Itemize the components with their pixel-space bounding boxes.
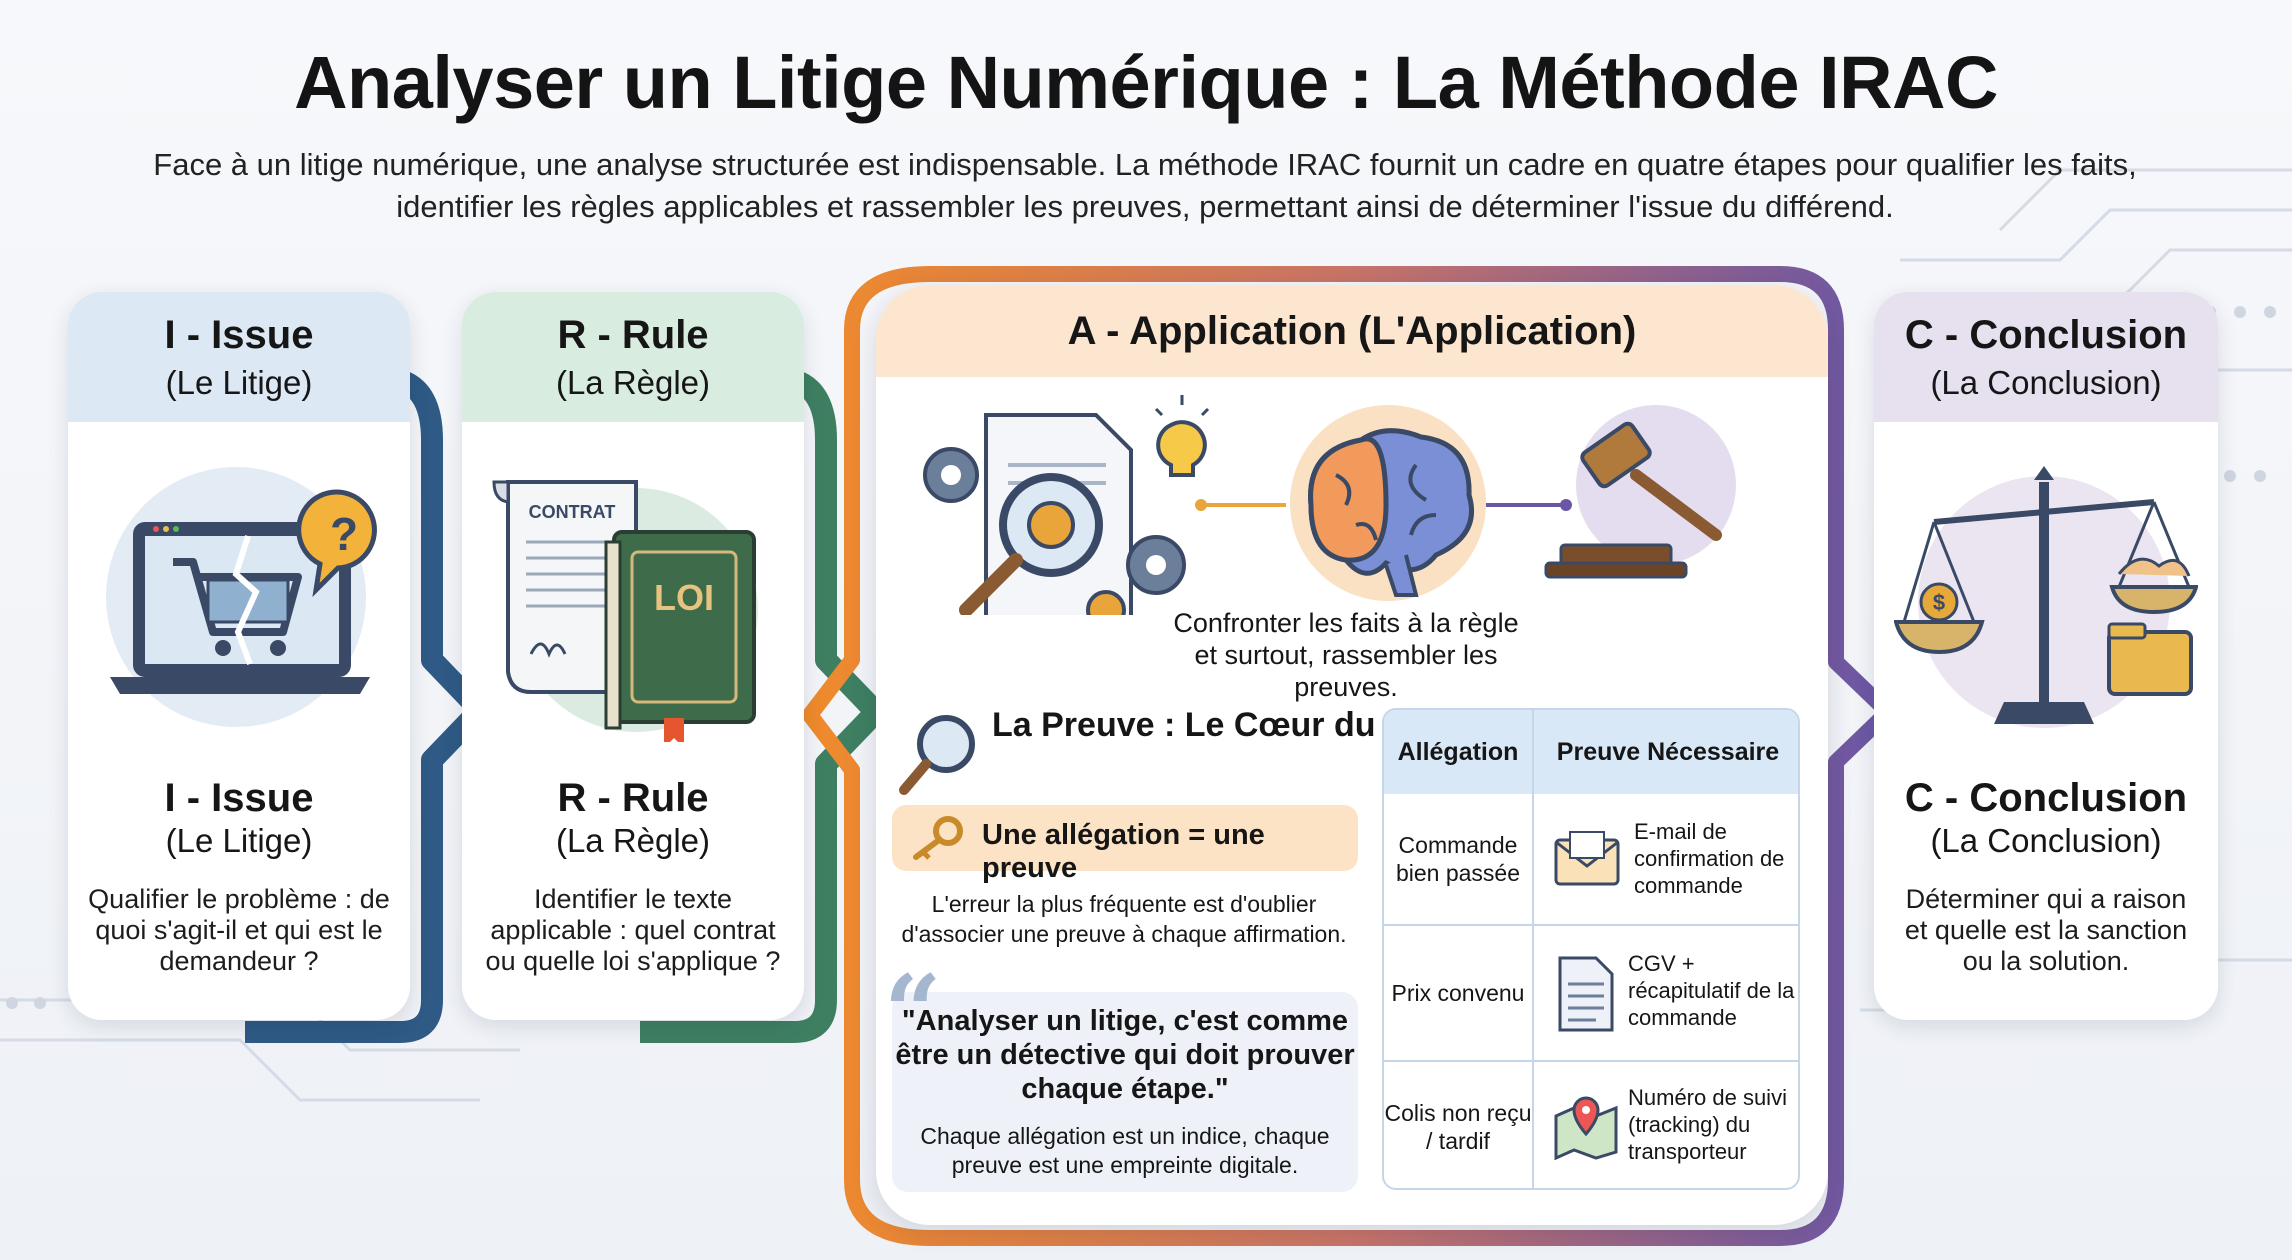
issue-card-header: I - Issue (Le Litige) (68, 292, 410, 422)
table-row-proof: E-mail de confirmation de commande (1634, 819, 1785, 898)
map-pin-icon (1554, 1096, 1618, 1160)
conclusion-description: Déterminer qui a raison et quelle est la… (1904, 884, 2188, 976)
rule-description: Identifier le texte applicable : quel co… (485, 884, 781, 976)
contract-law-book-icon: CONTRAT LOI (492, 480, 758, 742)
broken-laptop-cart-icon: ? (106, 467, 377, 727)
conclusion-card-header: C - Conclusion (La Conclusion) (1874, 292, 2218, 422)
rule-header-subtitle: (La Règle) (555, 363, 711, 401)
justice-scale-icon: $ (1894, 466, 2198, 728)
table-header-proof: Preuve Nécessaire (1534, 710, 1798, 794)
table-row-claim: Colis non reçu / tardif (1384, 1100, 1532, 1154)
intro-text: Face à un litige numérique, une analyse … (153, 147, 2137, 224)
table-header-claim: Allégation (1384, 710, 1534, 794)
quote-text: "Analyser un litige, c'est comme être un… (895, 1005, 1355, 1105)
conclusion-header-title: C - Conclusion (1904, 312, 2188, 357)
confront-text: Confronter les faits à la règle et surto… (1173, 608, 1519, 702)
svg-text:?: ? (330, 508, 358, 560)
table-row-proof: Numéro de suivi (tracking) du transporte… (1628, 1085, 1787, 1164)
rule-card-header: R - Rule (La Règle) (462, 292, 804, 422)
conclusion-card: C - Conclusion (La Conclusion) $ C - Con… (1874, 292, 2218, 1020)
evidence-table: Allégation Preuve Nécessaire Commande bi… (1382, 708, 1800, 1190)
contract-label: CONTRAT (529, 502, 616, 522)
issue-header-title: I - Issue (164, 312, 314, 357)
gavel-icon (1544, 405, 1736, 579)
issue-card: I - Issue (Le Litige) ? I - Issue (Le Li… (68, 292, 410, 1020)
table-row-claim: Prix convenu (1391, 980, 1525, 1006)
magnifier-icon (899, 715, 975, 795)
key-rule-box: Une allégation = une preuve (892, 805, 1358, 884)
page-title: Analyser un Litige Numérique : La Méthod… (294, 41, 1998, 124)
application-frame (802, 266, 1896, 1246)
brain-icon (1290, 405, 1486, 601)
book-label: LOI (654, 577, 714, 618)
application-panel: A - Application (L'Application) (876, 285, 1828, 1225)
application-header: A - Application (L'Application) (876, 285, 1828, 377)
quote-subtext: Chaque allégation est un indice, chaque … (920, 1123, 1330, 1178)
rule-card: R - Rule (La Règle) CONTRAT LOI R - Rule… (462, 292, 804, 1020)
rule-subtitle: (La Règle) (555, 822, 711, 859)
issue-description: Qualifier le problème : de quoi s'agit-i… (88, 884, 390, 976)
conclusion-title: C - Conclusion (1904, 776, 2188, 820)
quote-mark-icon: “ (884, 953, 942, 1071)
table-row-claim: Commande bien passée (1395, 832, 1521, 886)
document-analysis-icon (923, 395, 1210, 615)
quote-box: “ "Analyser un litige, c'est comme être … (884, 962, 1358, 1192)
error-note: L'erreur la plus fréquente est d'oublier… (901, 891, 1347, 947)
svg-text:$: $ (1933, 590, 1945, 615)
conclusion-subtitle: (La Conclusion) (1930, 822, 2162, 859)
table-row-proof: CGV + récapitulatif de la commande (1628, 951, 1795, 1030)
conclusion-header-subtitle: (La Conclusion) (1930, 363, 2162, 401)
issue-title: I - Issue (164, 776, 314, 820)
issue-header-subtitle: (Le Litige) (165, 363, 313, 401)
issue-subtitle: (Le Litige) (165, 822, 313, 859)
key-icon (913, 816, 963, 860)
rule-header-title: R - Rule (557, 312, 709, 357)
document-icon (1558, 956, 1614, 1032)
application-illustration (923, 395, 1736, 615)
envelope-icon (1554, 831, 1620, 886)
key-rule-text: Une allégation = une preuve (982, 819, 1265, 884)
rule-title: R - Rule (557, 776, 709, 820)
